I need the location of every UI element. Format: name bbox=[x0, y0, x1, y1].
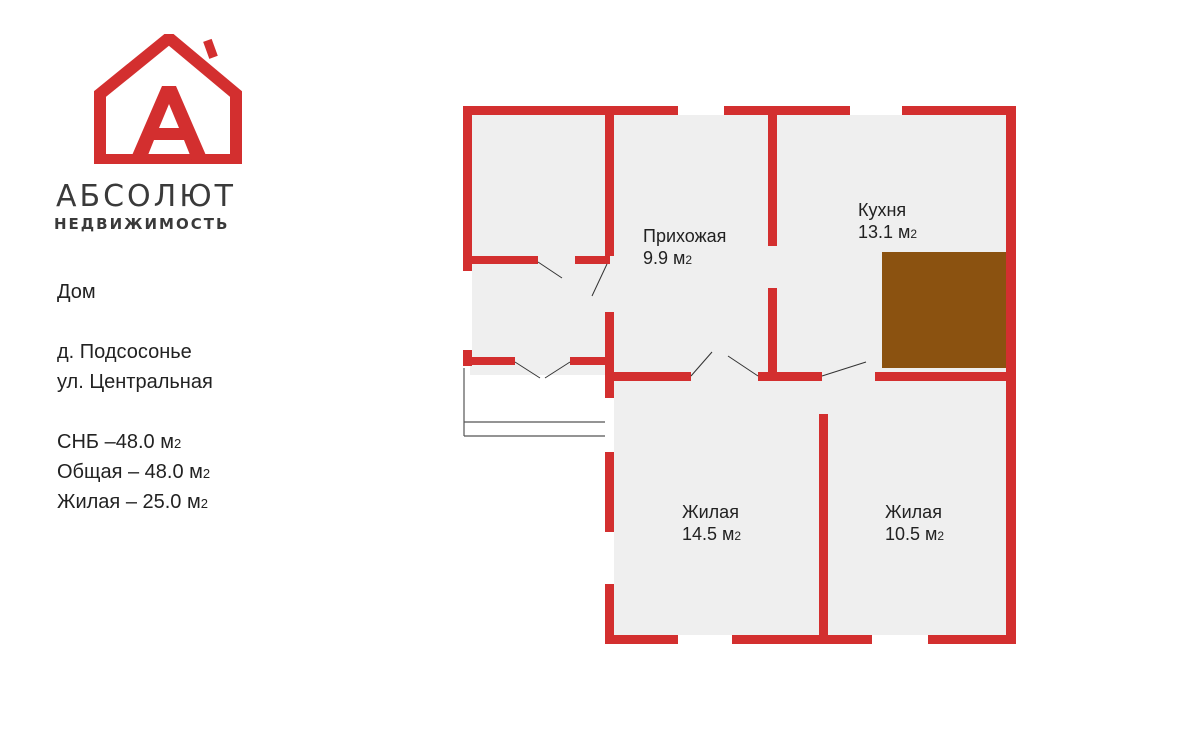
room-living-2-label: Жилая 10.5 м2 bbox=[885, 501, 944, 547]
area-total-label: Общая – 48.0 bbox=[57, 461, 184, 483]
property-type: Дом bbox=[57, 281, 96, 303]
area-unit: м2 bbox=[160, 431, 182, 453]
room-living-1-label: Жилая 14.5 м2 bbox=[682, 501, 741, 547]
area-snb-label: СНБ –48.0 bbox=[57, 431, 155, 453]
area-unit: м2 bbox=[187, 491, 208, 513]
room-area: 13.1 м2 bbox=[858, 222, 918, 242]
room-name: Жилая bbox=[682, 502, 739, 522]
area-total: Общая – 48.0 м2 bbox=[57, 460, 210, 486]
property-street: ул. Центральная bbox=[57, 371, 213, 393]
porch bbox=[463, 368, 605, 437]
room-kitchen-label: Кухня 13.1 м2 bbox=[858, 199, 917, 245]
area-living-label: Жилая – 25.0 bbox=[57, 491, 182, 513]
room-area: 9.9 м2 bbox=[643, 248, 693, 268]
room-name: Жилая bbox=[885, 502, 942, 522]
walls bbox=[463, 106, 1016, 644]
door-swings bbox=[514, 261, 867, 379]
room-name: Кухня bbox=[858, 200, 907, 220]
windows bbox=[463, 106, 928, 644]
room-area: 10.5 м2 bbox=[885, 524, 945, 544]
brand-logo: АБСОЛЮТ НЕДВИЖИМОСТЬ bbox=[50, 30, 290, 240]
property-village: д. Подсосонье bbox=[57, 341, 192, 363]
area-unit: м2 bbox=[189, 461, 211, 483]
brand-name: АБСОЛЮТ bbox=[56, 179, 236, 214]
brand-subtitle: НЕДВИЖИМОСТЬ bbox=[54, 215, 230, 233]
area-living: Жилая – 25.0 м2 bbox=[57, 490, 208, 516]
house-logo-icon bbox=[94, 34, 242, 164]
room-area: 14.5 м2 bbox=[682, 524, 742, 544]
room-hallway-label: Прихожая 9.9 м2 bbox=[643, 225, 726, 271]
area-snb: СНБ –48.0 м2 bbox=[57, 430, 181, 456]
stove bbox=[882, 252, 1006, 368]
room-name: Прихожая bbox=[643, 226, 727, 246]
